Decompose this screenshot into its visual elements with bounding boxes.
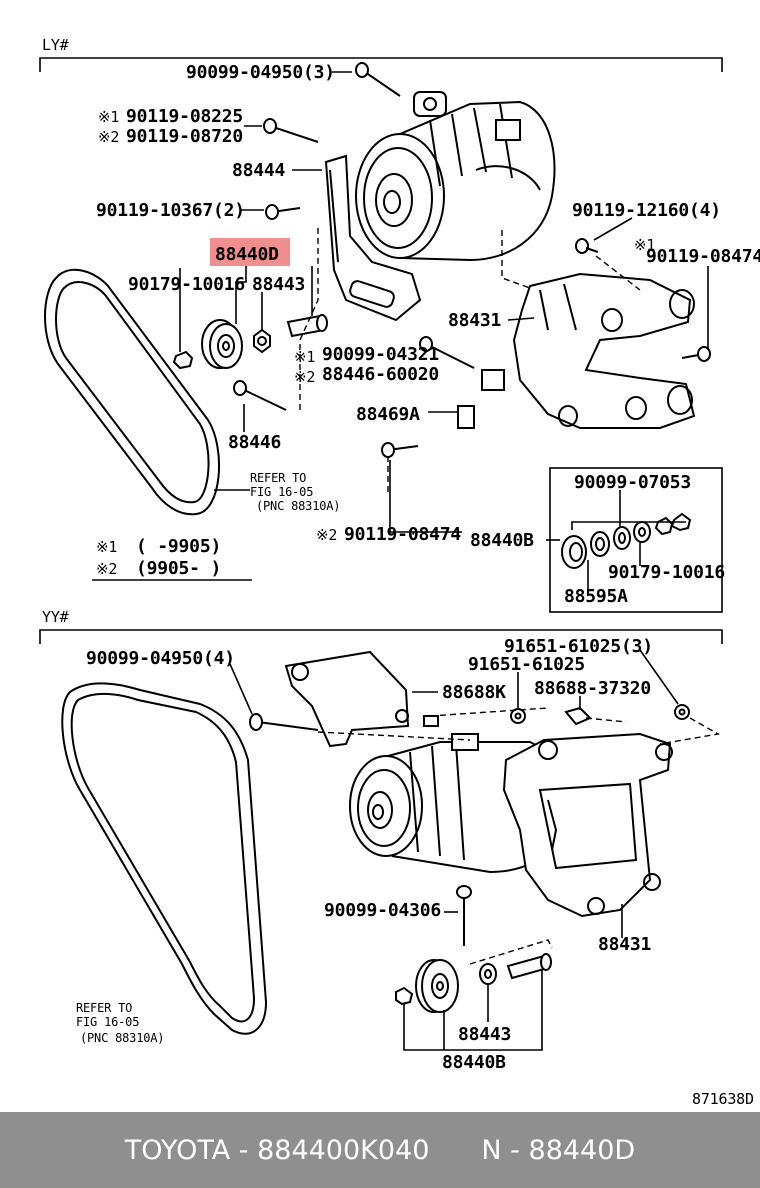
- bolt-icon: [233, 380, 287, 411]
- part-label-88443[interactable]: 88443: [458, 1024, 511, 1045]
- note-mark-2: ※2: [98, 128, 119, 146]
- bolt-icon: [249, 713, 319, 731]
- key-text-1: ( -9905): [136, 536, 221, 557]
- part-label-90099-04950[interactable]: 90099-04950(3): [186, 62, 335, 83]
- adjusting-bracket-icon: [324, 154, 422, 322]
- part-label-90179-10016[interactable]: 90179-10016: [128, 274, 245, 295]
- nut-icon: [510, 708, 526, 724]
- part-label-88440d-highlighted[interactable]: 88440D: [215, 244, 279, 265]
- footer-bar: TOYOTA - 884400K040 N - 88440D: [0, 1112, 760, 1188]
- bolt-icon: [355, 62, 401, 97]
- part-label-88431[interactable]: 88431: [598, 934, 651, 955]
- footer-part-number: TOYOTA - 884400K040: [124, 1134, 430, 1166]
- guide-line: [429, 707, 549, 717]
- bolt-icon: [419, 336, 475, 369]
- part-label-88444[interactable]: 88444: [232, 160, 286, 181]
- bracket-88688k-icon: [284, 650, 410, 748]
- part-label-88446[interactable]: 88446: [228, 432, 281, 453]
- leader-line: [229, 663, 253, 715]
- part-label-88431[interactable]: 88431: [448, 310, 501, 331]
- stay-icon: [457, 405, 475, 429]
- leader-line: [403, 970, 543, 1051]
- v-belt-top-icon: [44, 268, 221, 516]
- bolt-icon: [681, 346, 711, 362]
- part-label-88469a[interactable]: 88469A: [356, 404, 420, 425]
- guide-line: [659, 717, 721, 745]
- section-label-yy: YY#: [42, 608, 69, 626]
- part-label-88595a[interactable]: 88595A: [564, 586, 628, 607]
- footer-pnc: N - 88440D: [481, 1134, 636, 1166]
- spacer-top-icon: [253, 328, 271, 354]
- idler-pulley-top-icon: [201, 319, 243, 369]
- idler-pulley-bottom-icon: [415, 959, 459, 1013]
- part-label-90119-08474[interactable]: 90119-08474: [344, 524, 462, 545]
- guide-line: [317, 731, 471, 741]
- section-frame-top: [39, 57, 723, 72]
- part-label-88688-37320[interactable]: 88688-37320: [534, 678, 651, 699]
- bolt-icon: [263, 118, 319, 143]
- guide-line: [299, 226, 319, 410]
- part-label-88446-60020[interactable]: 88446-60020: [322, 364, 439, 385]
- leader-line: [235, 266, 247, 324]
- part-label-88440b[interactable]: 88440B: [442, 1052, 506, 1073]
- guide-line: [585, 717, 627, 723]
- refer-text: FIG 16-05: [250, 485, 313, 499]
- note-mark-1: ※1: [98, 108, 119, 126]
- leader-line: [507, 317, 535, 321]
- refer-text: REFER TO: [76, 1001, 132, 1015]
- stud-bolt-top-icon: [286, 314, 328, 338]
- part-label-90119-08225[interactable]: 90119-08225: [126, 106, 243, 127]
- stud-bolt-bottom-icon: [506, 953, 552, 980]
- part-label-90119-12160[interactable]: 90119-12160(4): [572, 200, 721, 221]
- leader-line: [571, 521, 686, 530]
- guide-line: [469, 939, 553, 965]
- key-mark-2: ※2: [96, 560, 117, 578]
- v-belt-bottom-icon: [61, 682, 268, 1035]
- leader-line: [593, 217, 633, 241]
- part-label-90119-08474[interactable]: 90119-08474: [646, 246, 760, 267]
- key-mark-1: ※1: [96, 538, 117, 556]
- ac-compressor-top-icon: [355, 91, 556, 262]
- refer-text: (PNC 88310A): [256, 499, 340, 513]
- bolt-icon: [456, 885, 472, 946]
- mounting-bracket-bottom-icon: [502, 732, 673, 918]
- refer-text: FIG 16-05: [76, 1015, 139, 1029]
- note-mark-2: ※2: [294, 368, 315, 386]
- guide-line: [501, 230, 531, 289]
- part-label-91651-61025[interactable]: 91651-61025: [468, 654, 585, 675]
- part-label-90099-04321[interactable]: 90099-04321: [322, 344, 439, 365]
- bolt-icon: [265, 204, 301, 220]
- part-label-90119-10367[interactable]: 90119-10367(2): [96, 200, 245, 221]
- part-label-91651-61025-3[interactable]: 91651-61025(3): [504, 636, 653, 657]
- clip-icon: [564, 706, 592, 726]
- mounting-bracket-top-icon: [481, 272, 696, 429]
- part-label-90099-04950[interactable]: 90099-04950(4): [86, 648, 235, 669]
- diagram-code: 871638D: [692, 1090, 754, 1108]
- part-label-90099-07053[interactable]: 90099-07053: [574, 472, 691, 493]
- section-label-ly: LY#: [42, 36, 69, 54]
- nut-icon: [674, 704, 690, 720]
- part-label-90099-04306[interactable]: 90099-04306: [324, 900, 441, 921]
- bolt-icon: [381, 442, 419, 458]
- parts-diagram: LY#: [39, 36, 760, 1108]
- part-label-90119-08720[interactable]: 90119-08720: [126, 126, 243, 147]
- refer-text: (PNC 88310A): [80, 1031, 164, 1045]
- nut-top-icon: [172, 350, 194, 370]
- section-frame-bottom: [39, 629, 723, 644]
- part-label-88443[interactable]: 88443: [252, 274, 305, 295]
- spacer-bottom-icon: [479, 963, 497, 985]
- key-text-2: (9905- ): [136, 558, 221, 579]
- note-mark-1: ※1: [634, 236, 655, 254]
- note-mark-1: ※1: [294, 348, 315, 366]
- refer-text: REFER TO: [250, 471, 306, 485]
- highlight-box: [210, 238, 290, 266]
- part-label-88440b[interactable]: 88440B: [470, 530, 534, 551]
- leader-line: [639, 649, 679, 705]
- nut-bottom-icon: [395, 986, 414, 1006]
- bolt-icon: [575, 238, 599, 254]
- note-mark-2: ※2: [316, 526, 337, 544]
- part-label-90179-10016[interactable]: 90179-10016: [608, 562, 725, 583]
- part-label-88688k[interactable]: 88688K: [442, 682, 506, 703]
- leader-line: [389, 460, 462, 533]
